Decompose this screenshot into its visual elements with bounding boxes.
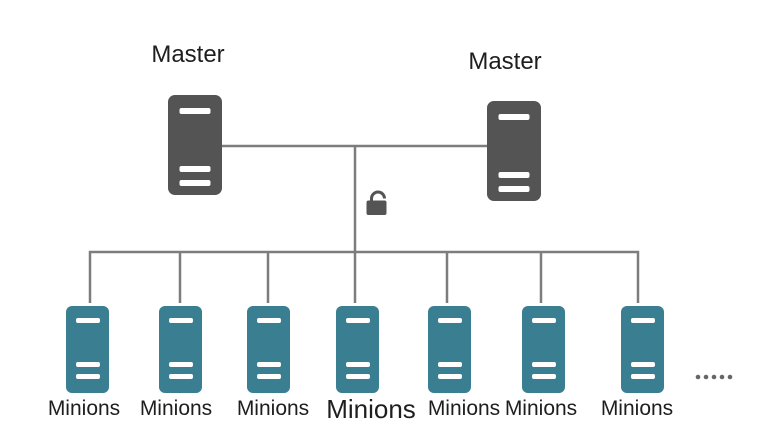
minion-1-label: Minions (47, 397, 121, 420)
server-bar (345, 318, 370, 323)
server-bar (630, 318, 655, 323)
server-bar (256, 374, 281, 379)
server-bar (437, 318, 462, 323)
minion-2-server-icon (159, 306, 202, 393)
minion-6-label: Minions (504, 397, 578, 420)
minion-3-label: Minions (236, 397, 310, 420)
server-bar (630, 362, 655, 367)
server-bar (168, 362, 193, 367)
bus-line (88, 250, 640, 303)
minion-5-server-icon (428, 306, 471, 393)
server-bar (75, 362, 100, 367)
ellipsis-dots-icon (695, 374, 733, 380)
minion-7-label: Minions (600, 397, 674, 420)
server-bar (179, 108, 211, 114)
minion-3-server-icon (247, 306, 290, 393)
server-bar (168, 318, 193, 323)
minion-4-server-icon (336, 306, 379, 393)
minion-2-label: Minions (139, 397, 213, 420)
server-bar (630, 374, 655, 379)
server-bar (498, 172, 530, 178)
minion-6-server-icon (522, 306, 565, 393)
minion-4-label: Minions (326, 394, 416, 424)
server-bar (531, 318, 556, 323)
unlock-icon (366, 190, 387, 215)
server-bar (345, 362, 370, 367)
minion-1-server-icon (66, 306, 109, 393)
server-bar (531, 362, 556, 367)
server-bar (168, 374, 193, 379)
server-bar (75, 318, 100, 323)
server-bar (345, 374, 370, 379)
server-bar (179, 166, 211, 172)
server-bar (75, 374, 100, 379)
server-bar (256, 362, 281, 367)
server-bar (179, 180, 211, 186)
server-bar (498, 114, 530, 120)
server-bar (498, 186, 530, 192)
master-2-server-icon (487, 101, 541, 201)
server-bar (437, 362, 462, 367)
master-2-label: Master (468, 48, 542, 75)
server-bar (256, 318, 281, 323)
server-bar (437, 374, 462, 379)
minion-7-server-icon (621, 306, 664, 393)
master-1-server-icon (168, 95, 222, 195)
master-1-label: Master (151, 41, 225, 68)
minion-5-label: Minions (427, 397, 501, 420)
server-bar (531, 374, 556, 379)
